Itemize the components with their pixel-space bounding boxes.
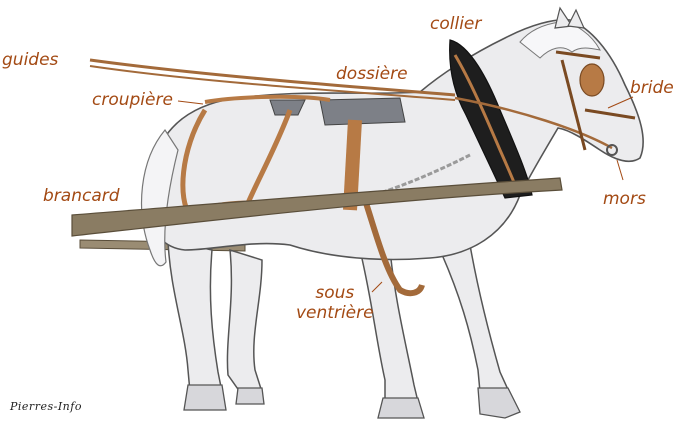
label-collier: collier	[430, 14, 481, 34]
horse-ear-far	[568, 10, 584, 28]
label-guides: guides	[2, 50, 58, 70]
saddle-pad	[320, 98, 405, 125]
label-dossiere: dossière	[336, 64, 408, 84]
blinker	[580, 64, 604, 96]
credit-text: Pierres-Info	[10, 400, 82, 413]
label-sous-ventriere-line2: ventrière	[296, 303, 374, 323]
label-sous-ventriere-line1: sous	[296, 283, 374, 303]
label-brancard: brancard	[43, 186, 120, 206]
label-sous-ventriere: sous ventrière	[296, 283, 374, 323]
label-mors: mors	[603, 189, 646, 209]
horse-body	[149, 20, 643, 260]
label-croupiere: croupière	[92, 90, 173, 110]
label-bride: bride	[630, 78, 674, 98]
horse-hooves	[184, 385, 520, 418]
